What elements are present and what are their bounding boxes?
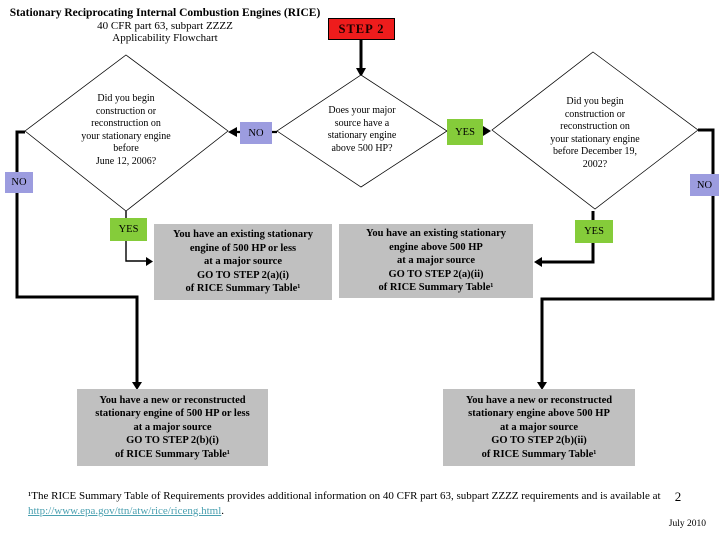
flowchart-title: Stationary Reciprocating Internal Combus… (5, 7, 325, 45)
outcome-box-existing-above-500hp: You have an existing stationary engine a… (339, 224, 533, 298)
date-label: July 2010 (668, 519, 706, 529)
no-label-right-diamond: NO (690, 174, 719, 196)
outcome-box-new-above-500hp: You have a new or reconstructed stationa… (443, 389, 635, 466)
yes-label-right-diamond: YES (575, 220, 613, 243)
arrowhead-right-into-existing-small-box (146, 257, 153, 266)
yes-label-center-to-right: YES (447, 119, 483, 145)
arrowhead-left-into-left-diamond (228, 127, 237, 137)
page-number: 2 (674, 489, 682, 504)
arrowhead-left-into-existing-large-box (534, 257, 542, 267)
decision-text-center: Does your major source have a stationary… (327, 105, 397, 154)
decision-diamond-left (24, 54, 229, 212)
arrowhead-down-into-new-large-box (537, 382, 547, 390)
decision-text-right: Did you begin construction or reconstruc… (550, 96, 640, 170)
title-line-3: Applicability Flowchart (112, 32, 218, 44)
decision-diamonds (24, 51, 699, 212)
outcome-box-new-500hp-or-less: You have a new or reconstructed stationa… (77, 389, 268, 466)
arrowhead-right-into-right-diamond (483, 126, 491, 136)
outcome-box-existing-500hp-or-less: You have an existing stationary engine o… (154, 224, 332, 300)
no-label-left-diamond: NO (5, 172, 33, 193)
footnote-link-period: . (221, 505, 225, 517)
no-label-center-to-left: NO (240, 122, 272, 144)
connector-right-no-to-new-large (540, 128, 715, 384)
arrowhead-down-center-diamond (356, 68, 366, 77)
flowchart-arrowheads (132, 68, 547, 390)
decision-text-left: Did you begin construction or reconstruc… (81, 93, 171, 167)
footnote-hyperlink[interactable]: http://www.epa.gov/ttn/atw/rice/riceng.h… (28, 505, 222, 517)
title-line-1: Stationary Reciprocating Internal Combus… (9, 7, 321, 19)
decision-diamond-right (491, 51, 699, 210)
decision-diamond-center (276, 74, 448, 188)
footnote: ¹The RICE Summary Table of Requirements … (28, 489, 673, 519)
arrowhead-down-into-new-small-box (132, 382, 142, 390)
yes-label-left-diamond: YES (110, 218, 147, 241)
title-line-2: 40 CFR part 63, subpart ZZZZ (97, 19, 233, 32)
step-2-badge: STEP 2 (328, 18, 395, 40)
connector-left-no-to-new-small (15, 130, 139, 384)
footnote-text: ¹The RICE Summary Table of Requirements … (28, 490, 661, 502)
